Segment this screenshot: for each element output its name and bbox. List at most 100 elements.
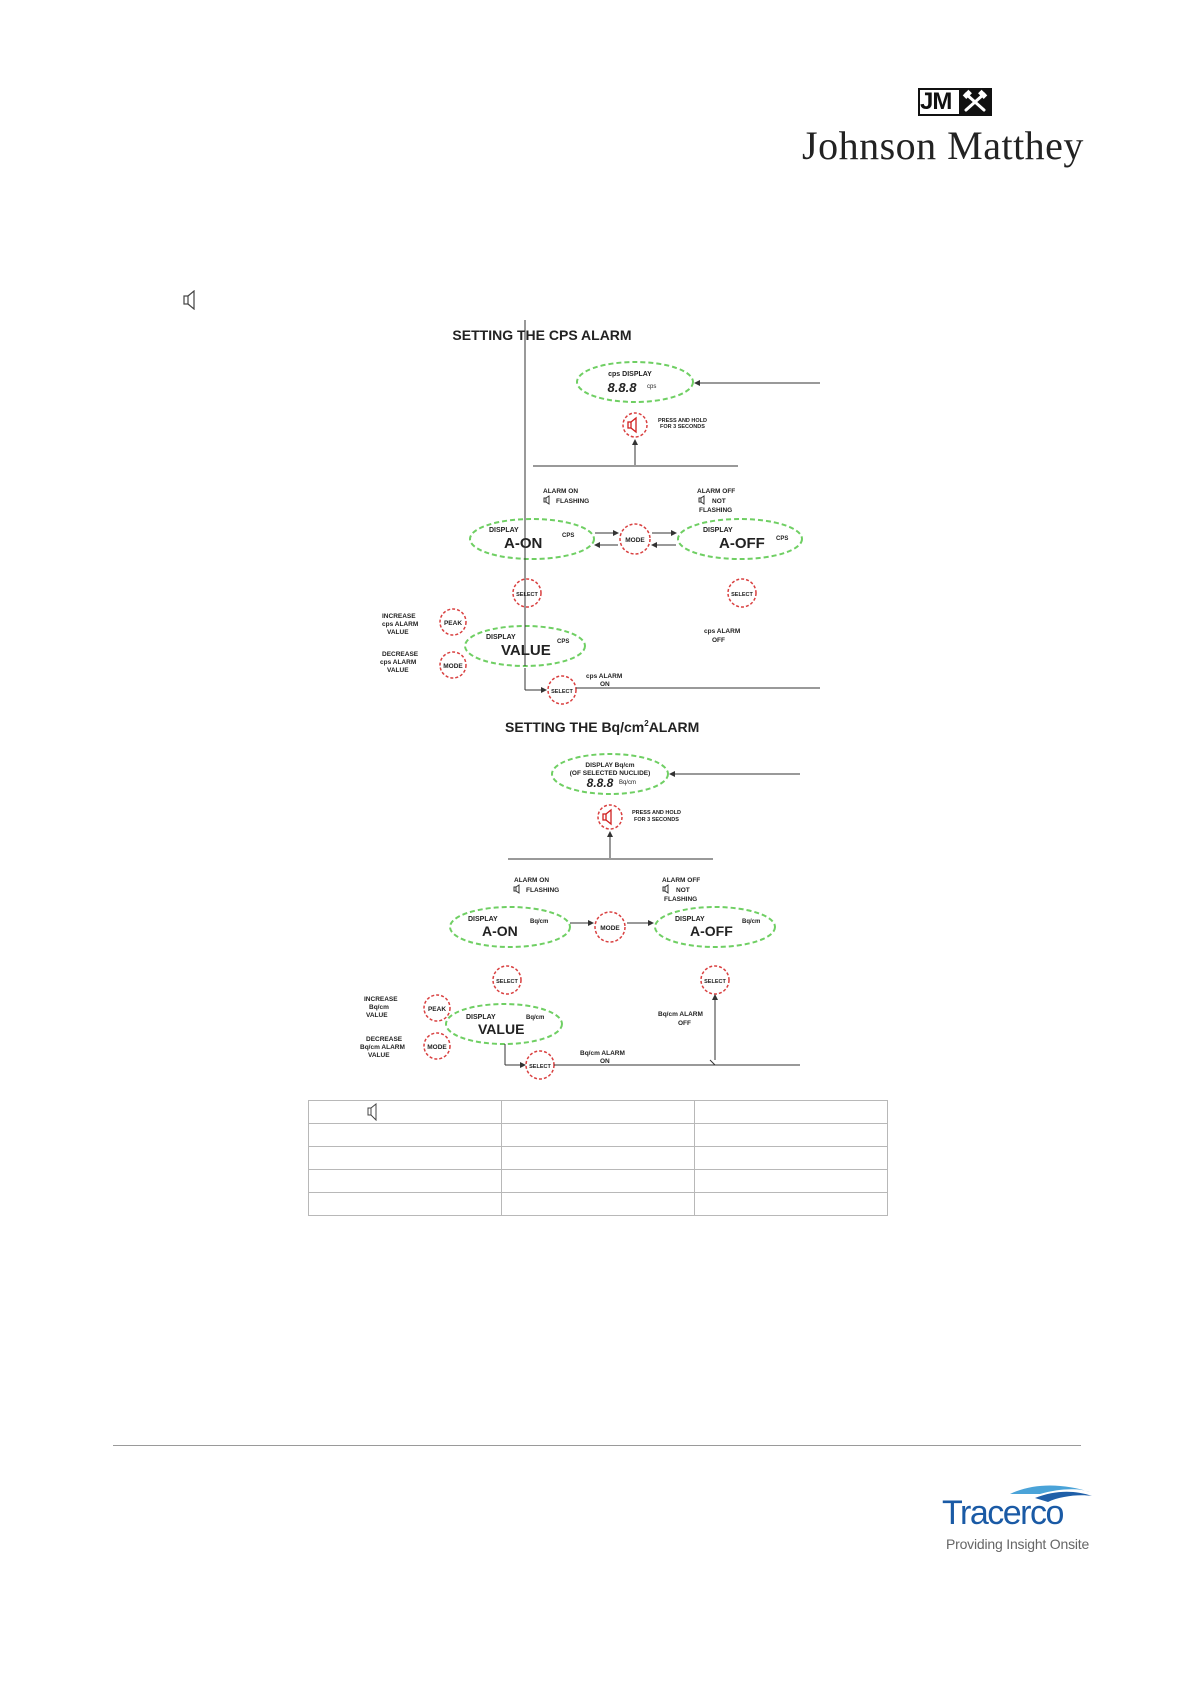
svg-text:CPS: CPS bbox=[557, 639, 569, 645]
svg-text:SELECT: SELECT bbox=[704, 979, 726, 985]
cps-display-digits: 8.8.8 bbox=[608, 380, 638, 395]
svg-text:FLASHING: FLASHING bbox=[664, 896, 697, 903]
svg-text:MODE: MODE bbox=[625, 537, 645, 544]
svg-text:FOR 3 SECONDS: FOR 3 SECONDS bbox=[660, 424, 705, 430]
footer-divider bbox=[113, 1445, 1081, 1446]
cps-select-left bbox=[512, 578, 542, 608]
bq-display-ellipse bbox=[551, 753, 669, 795]
cps-select-bottom bbox=[547, 675, 577, 705]
cps-display-label: cps DISPLAY bbox=[608, 371, 652, 378]
svg-text:Bq/cm ALARM: Bq/cm ALARM bbox=[580, 1050, 625, 1057]
svg-text:Bq/cm: Bq/cm bbox=[619, 780, 636, 786]
svg-text:INCREASE: INCREASE bbox=[382, 613, 416, 620]
table-row bbox=[308, 1146, 888, 1170]
svg-text:OFF: OFF bbox=[712, 637, 725, 644]
table-cell bbox=[308, 1192, 502, 1216]
bq-value-label: VALUE bbox=[478, 1021, 524, 1037]
bq-peak-button bbox=[423, 994, 451, 1022]
cps-value-label: VALUE bbox=[501, 642, 551, 659]
svg-text:FOR 3 SECONDS: FOR 3 SECONDS bbox=[634, 817, 679, 823]
cps-display-unit: cps bbox=[647, 384, 656, 390]
svg-text:DISPLAY: DISPLAY bbox=[489, 527, 519, 534]
svg-text:NOT: NOT bbox=[712, 498, 726, 505]
svg-text:SELECT: SELECT bbox=[496, 979, 518, 985]
bq-aoff-label: A-OFF bbox=[690, 923, 733, 939]
svg-text:SELECT: SELECT bbox=[529, 1064, 551, 1070]
svg-text:DECREASE: DECREASE bbox=[382, 651, 419, 658]
svg-text:OFF: OFF bbox=[678, 1020, 691, 1027]
speaker-icon bbox=[183, 290, 195, 310]
svg-text:Bq/cm: Bq/cm bbox=[526, 1015, 544, 1021]
cps-aon-ellipse bbox=[469, 518, 595, 560]
svg-text:VALUE: VALUE bbox=[387, 667, 409, 674]
svg-text:SELECT: SELECT bbox=[551, 689, 573, 695]
svg-text:VALUE: VALUE bbox=[387, 629, 409, 636]
table-cell bbox=[694, 1100, 888, 1124]
svg-text:DISPLAY Bq/cm: DISPLAY Bq/cm bbox=[585, 762, 634, 769]
svg-text:ALARM OFF: ALARM OFF bbox=[662, 877, 700, 884]
cps-section-title: SETTING THE CPS ALARM bbox=[452, 327, 631, 343]
table-row bbox=[308, 1192, 888, 1216]
svg-text:CPS: CPS bbox=[562, 533, 574, 539]
svg-text:Bq/cm: Bq/cm bbox=[530, 919, 548, 925]
table-cell bbox=[694, 1146, 888, 1170]
table-cell bbox=[501, 1100, 695, 1124]
alarm-table bbox=[308, 1100, 888, 1216]
table-cell bbox=[308, 1169, 502, 1193]
company-name: Johnson Matthey bbox=[802, 123, 1084, 168]
svg-text:FLASHING: FLASHING bbox=[526, 887, 559, 894]
svg-text:ALARM OFF: ALARM OFF bbox=[697, 488, 735, 495]
table-cell bbox=[308, 1123, 502, 1147]
table-row bbox=[308, 1123, 888, 1147]
svg-text:CPS: CPS bbox=[776, 536, 788, 542]
cps-select-right bbox=[727, 578, 757, 608]
svg-text:Bq/cm: Bq/cm bbox=[742, 919, 760, 925]
svg-text:cps ALARM: cps ALARM bbox=[382, 621, 418, 628]
bq-section-title: SETTING THE Bq/cm2ALARM bbox=[505, 719, 699, 735]
svg-text:cps ALARM: cps ALARM bbox=[380, 659, 416, 666]
cps-mode-button bbox=[619, 523, 651, 555]
table-cell bbox=[308, 1146, 502, 1170]
svg-text:DISPLAY: DISPLAY bbox=[466, 1014, 496, 1021]
svg-text:SELECT: SELECT bbox=[516, 592, 538, 598]
cps-aoff-ellipse bbox=[677, 518, 803, 560]
svg-text:MODE: MODE bbox=[427, 1044, 447, 1051]
bq-value-ellipse bbox=[445, 1003, 563, 1045]
table-cell bbox=[501, 1192, 695, 1216]
svg-text:DISPLAY: DISPLAY bbox=[468, 916, 498, 923]
svg-text:cps ALARM: cps ALARM bbox=[704, 628, 740, 635]
cps-peak-button bbox=[439, 608, 467, 636]
table-cell bbox=[501, 1169, 695, 1193]
svg-text:VALUE: VALUE bbox=[368, 1052, 390, 1059]
jm-logo-letters: JM bbox=[920, 88, 952, 115]
bq-aon-label: A-ON bbox=[482, 923, 518, 939]
svg-text:DECREASE: DECREASE bbox=[366, 1036, 403, 1043]
alarm-flow-diagram: SETTING THE CPS ALARM cps DISPLAY 8.8.8 … bbox=[360, 320, 820, 1080]
svg-text:DISPLAY: DISPLAY bbox=[486, 634, 516, 641]
svg-text:DISPLAY: DISPLAY bbox=[675, 916, 705, 923]
cps-mode-button-2 bbox=[439, 651, 467, 679]
svg-text:Bq/cm ALARM: Bq/cm ALARM bbox=[360, 1044, 405, 1051]
bq-aon-ellipse bbox=[449, 906, 571, 948]
svg-text:ALARM ON: ALARM ON bbox=[543, 488, 578, 495]
cps-display-ellipse bbox=[576, 361, 694, 403]
table-cell bbox=[308, 1100, 502, 1124]
table-cell bbox=[501, 1146, 695, 1170]
bq-aoff-ellipse bbox=[654, 906, 776, 948]
svg-text:MODE: MODE bbox=[600, 925, 620, 932]
table-cell bbox=[501, 1123, 695, 1147]
bq-mode-button-2 bbox=[423, 1032, 451, 1060]
bq-display-digits: 8.8.8 bbox=[587, 776, 614, 790]
table-cell bbox=[694, 1192, 888, 1216]
bq-select-left bbox=[492, 965, 522, 995]
wave-icon bbox=[1010, 1485, 1090, 1494]
jm-hammer-icon bbox=[964, 92, 986, 112]
svg-text:ALARM ON: ALARM ON bbox=[514, 877, 549, 884]
jm-logo-mark bbox=[918, 88, 992, 116]
table-cell bbox=[694, 1123, 888, 1147]
bq-alarm-button bbox=[597, 804, 623, 830]
tracerco-logo: Tracerco bbox=[942, 1485, 1092, 1532]
cps-aoff-label: A-OFF bbox=[719, 535, 765, 552]
svg-text:Bq/cm ALARM: Bq/cm ALARM bbox=[658, 1011, 703, 1018]
svg-text:FLASHING: FLASHING bbox=[556, 498, 589, 505]
